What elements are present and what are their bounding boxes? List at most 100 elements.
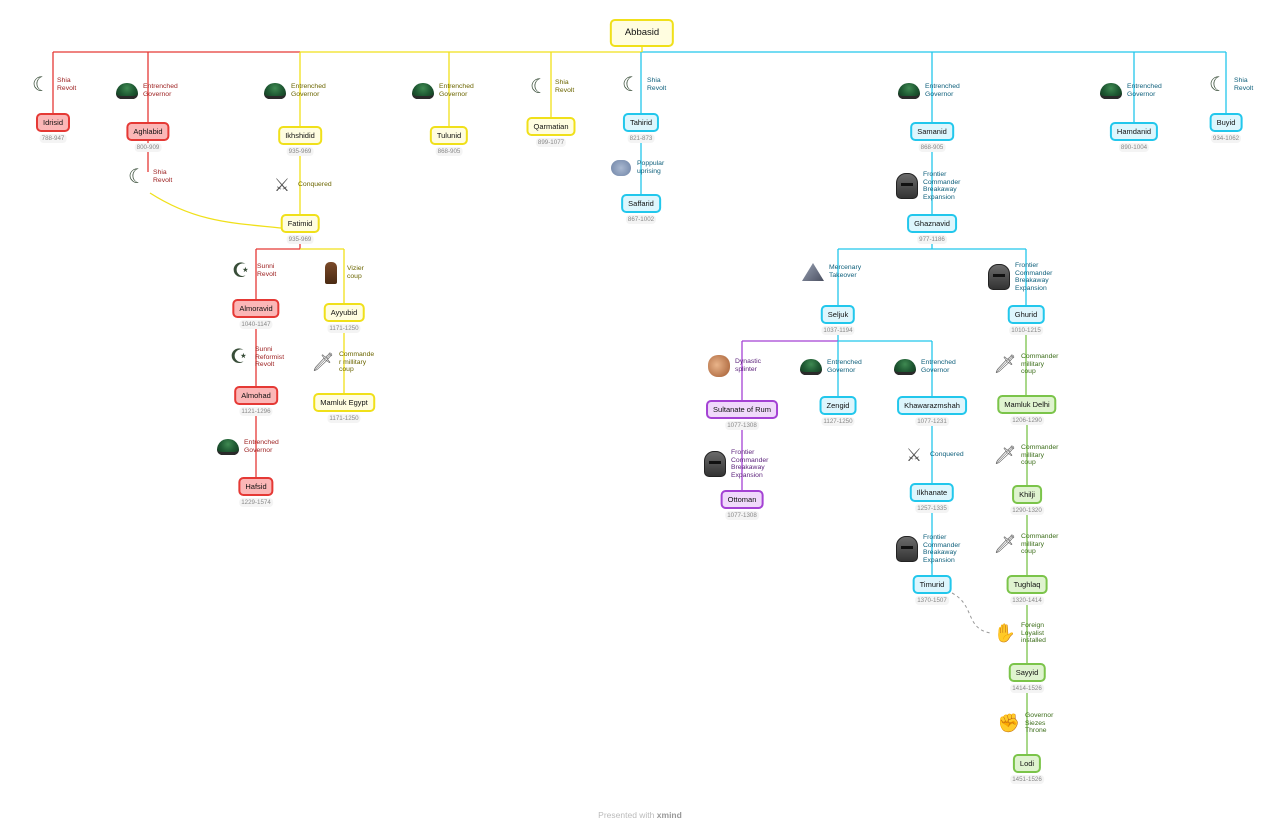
event-e-aghlabid-shia[interactable]: ☾Shia Revolt: [126, 166, 172, 188]
sword-icon: 🗡: [311, 352, 335, 373]
xmind-logo: xmind: [656, 810, 682, 820]
event-e-tughlaq[interactable]: 🗡Commander millitary coup: [994, 533, 1059, 556]
event-e-sayyid[interactable]: ✋Foreign Loyalist installed: [994, 622, 1046, 645]
dynasty-node-fatimid[interactable]: Fatimid: [280, 214, 320, 233]
glove-icon: ✊: [997, 713, 1021, 734]
dynasty-node-tulunid[interactable]: Tulunid: [429, 126, 469, 145]
event-label: Conquered: [298, 181, 332, 189]
dynasty-node-ottoman[interactable]: Ottoman: [720, 490, 764, 509]
helmet-icon: [896, 173, 918, 200]
event-label: Foreign Loyalist installed: [1021, 622, 1046, 645]
dynasty-node-ikhshidid[interactable]: Ikhshidid: [278, 126, 322, 145]
dynasty-node-aghlabid[interactable]: Aghlabid: [126, 122, 170, 141]
dynasty-node-almohad[interactable]: Almohad: [234, 386, 278, 405]
dynasty-node-tahirid[interactable]: Tahirid: [622, 113, 660, 132]
event-e-rum[interactable]: Dynastic splinter: [708, 355, 761, 377]
dynasty-dates: 934-1062: [1210, 134, 1242, 143]
event-e-idrisid[interactable]: ☾Shia Revolt: [30, 74, 76, 96]
event-e-khawarazmshah[interactable]: Entrenched Governor: [894, 356, 956, 378]
dynasty-dates: 977-1186: [917, 235, 947, 244]
event-e-timurid[interactable]: Frontier Commander Breakaway Expansion: [896, 534, 960, 564]
event-e-samanid[interactable]: Entrenched Governor: [898, 80, 960, 102]
dynasty-dates: 1257-1335: [915, 504, 949, 513]
dynasty-node-rum[interactable]: Sultanate of Rum: [706, 400, 778, 419]
dynasty-node-qarmatian[interactable]: Qarmatian: [526, 117, 576, 136]
dynasty-node-almoravid[interactable]: Almoravid: [232, 299, 280, 318]
dynasty-node-khilji[interactable]: Khilji: [1012, 485, 1042, 504]
event-e-almohad[interactable]: ☪Sunni Reformist Revolt: [228, 346, 284, 369]
event-e-mamluk-egypt[interactable]: 🗡Commande r millitary coup: [311, 351, 375, 374]
dynasty-node-ghaznavid[interactable]: Ghaznavid: [907, 214, 957, 233]
crescent-star-icon: ☪: [230, 346, 248, 369]
dynasty-node-ilkhanate[interactable]: Ilkhanate: [909, 483, 955, 502]
event-e-ghaznavid[interactable]: Frontier Commander Breakaway Expansion: [896, 171, 960, 201]
dynasty-dates: 1077-1231: [915, 417, 949, 426]
dynasty-node-timurid[interactable]: Timurid: [912, 575, 952, 594]
event-e-saffarid[interactable]: Poppular uprising: [610, 157, 664, 179]
event-e-mamluk-delhi[interactable]: 🗡Commander millitary coup: [994, 353, 1059, 376]
event-e-aghlabid[interactable]: Entrenched Governor: [116, 80, 178, 102]
dynasty-node-tughlaq[interactable]: Tughlaq: [1006, 575, 1048, 594]
dynasty-node-seljuk[interactable]: Seljuk: [820, 305, 856, 324]
throne-icon: [320, 262, 342, 284]
event-e-hamdanid[interactable]: Entrenched Governor: [1100, 80, 1162, 102]
event-label: Shia Revolt: [647, 77, 667, 92]
event-e-ikhshidid[interactable]: Entrenched Governor: [264, 80, 326, 102]
crossed-swords-icon: ⚔: [273, 175, 291, 195]
event-e-buyid[interactable]: ☾ Shia Revolt: [1207, 74, 1253, 96]
dynasty-node-buyid[interactable]: Buyid: [1209, 113, 1243, 132]
dynasty-node-zengid[interactable]: Zengid: [819, 396, 857, 415]
event-label: Shia Revolt: [1234, 77, 1254, 92]
dynasty-node-mamluk_delhi[interactable]: Mamluk Delhi: [997, 395, 1057, 414]
dynasty-node-lodi[interactable]: Lodi: [1012, 754, 1042, 773]
event-e-tahirid[interactable]: ☾Shia Revolt: [620, 74, 666, 96]
event-label: Poppular uprising: [637, 160, 665, 175]
event-label: Vizier coup: [347, 265, 364, 280]
dynasty-node-ayyubid[interactable]: Ayyubid: [323, 303, 365, 322]
dynasty-node-ghurid[interactable]: Ghurid: [1007, 305, 1045, 324]
dynasty-dates: 1370-1507: [915, 596, 949, 605]
event-e-conquered1[interactable]: ⚔ Conquered: [271, 174, 332, 196]
dynasty-dates: 935-969: [286, 147, 314, 156]
event-e-qarmatian[interactable]: ☾Shia Revolt: [528, 76, 574, 98]
turban-icon: [116, 80, 138, 102]
dynasty-node-sayyid[interactable]: Sayyid: [1008, 663, 1046, 682]
dynasty-dates: 1040-1147: [239, 320, 273, 329]
dynasty-dates: 867-1002: [625, 215, 657, 224]
dynasty-node-saffarid[interactable]: Saffarid: [621, 194, 661, 213]
crescent-icon: ☾: [1209, 74, 1227, 96]
event-e-almoravid[interactable]: ☪Sunni Revolt: [230, 260, 276, 282]
event-label: Frontier Commander Breakaway Expansion: [923, 171, 961, 201]
event-e-tulunid[interactable]: Entrenched Governor: [412, 80, 474, 102]
turban-icon: [898, 80, 920, 102]
event-e-zengid[interactable]: Entrenched Governor: [800, 356, 862, 378]
dynasty-node-hamdanid[interactable]: Hamdanid: [1109, 122, 1159, 141]
dynasty-node-samanid[interactable]: Samanid: [910, 122, 954, 141]
dynasty-dates: 1414-1526: [1010, 684, 1044, 693]
event-e-hafsid[interactable]: Entrenched Governor: [217, 436, 279, 458]
event-label: Commande r millitary coup: [339, 351, 375, 374]
event-e-lodi[interactable]: ✊Governor Siezes Throne: [997, 712, 1054, 735]
event-label: Shia Revolt: [555, 79, 575, 94]
event-e-ayyubid[interactable]: Vizier coup: [320, 262, 364, 284]
dynasty-dates: 1127-1250: [821, 417, 855, 426]
crowd-icon: [610, 157, 632, 179]
dynasty-node-hafsid[interactable]: Hafsid: [238, 477, 274, 496]
event-e-conquered2[interactable]: ⚔Conquered: [903, 444, 964, 466]
dynasty-dates: 1451-1526: [1010, 775, 1044, 784]
dynasty-node-mamluk_egypt[interactable]: Mamluk Egypt: [313, 393, 375, 412]
dynasty-node-idrisid[interactable]: Idrisid: [35, 113, 71, 132]
dynasty-dates: 1037-1194: [821, 326, 855, 335]
event-label: Entrenched Governor: [143, 83, 178, 98]
event-e-seljuk[interactable]: Mercenary Takeover: [802, 261, 861, 283]
event-e-khilji[interactable]: 🗡Commander millitary coup: [994, 444, 1059, 467]
dynasty-node-khawarazmshah[interactable]: Khawarazmshah: [897, 396, 967, 415]
helmet-icon: [988, 264, 1010, 291]
event-e-ghurid[interactable]: Frontier Commander Breakaway Expansion: [988, 262, 1052, 292]
dynasty-dates: 868-905: [435, 147, 463, 156]
root-node-abbasid[interactable]: Abbasid: [609, 19, 675, 47]
turban-icon: [412, 80, 434, 102]
connector-line: [951, 592, 991, 634]
dynasty-dates: 1171-1250: [327, 414, 361, 423]
event-e-ottoman[interactable]: Frontier Commander Breakaway Expansion: [704, 449, 768, 479]
